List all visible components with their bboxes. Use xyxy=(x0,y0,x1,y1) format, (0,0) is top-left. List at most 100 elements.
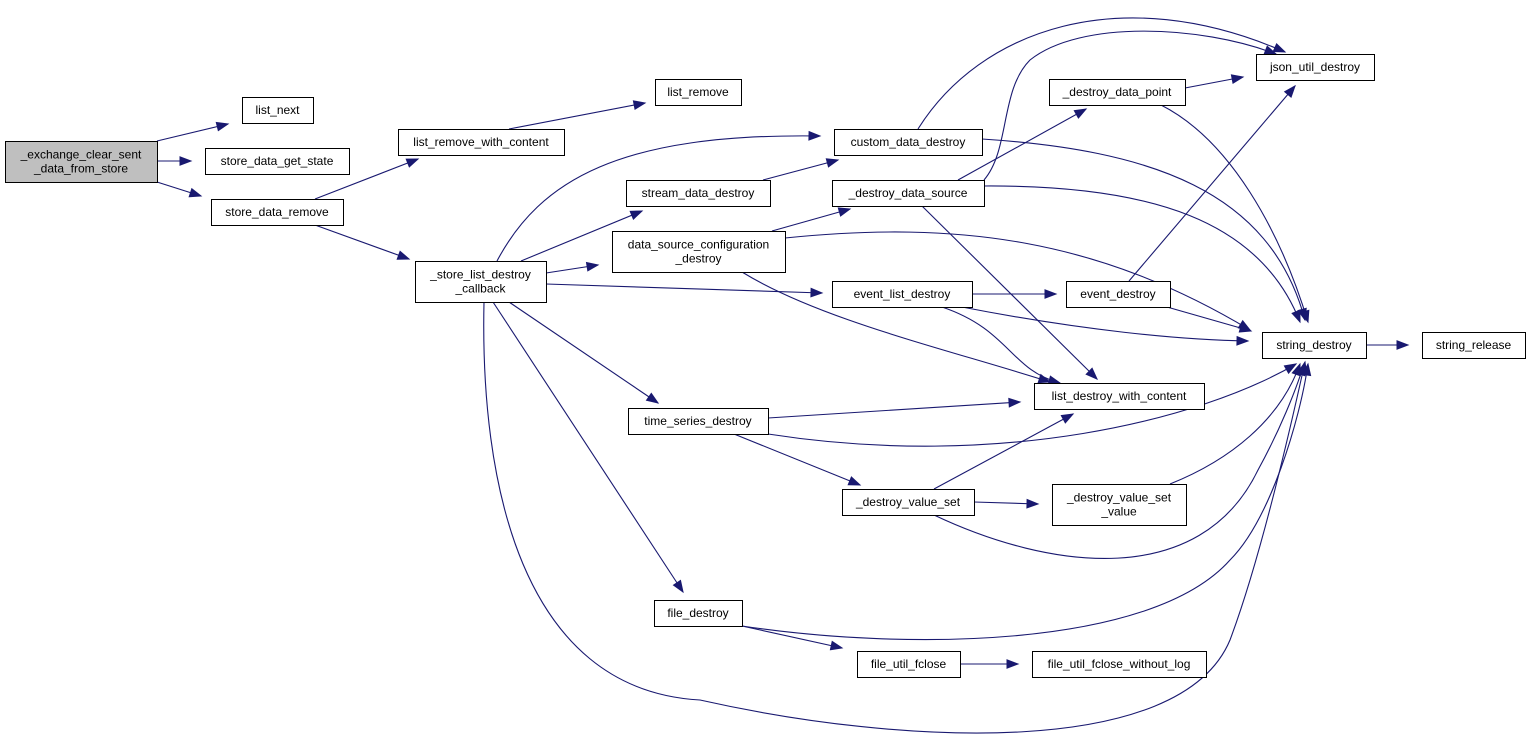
node-label: list_remove xyxy=(667,85,729,99)
node-exchange-clear[interactable]: _exchange_clear_sent_data_from_store xyxy=(5,141,158,183)
edge-line xyxy=(492,301,684,593)
edge-line xyxy=(961,306,1249,342)
node-destroy-value-set-value[interactable]: _destroy_value_set_value xyxy=(1052,484,1187,526)
edge-data-source-configuration-destroy-to-string-destroy xyxy=(784,231,1252,331)
node-event-destroy[interactable]: event_destroy xyxy=(1066,281,1171,308)
edge-line xyxy=(314,158,419,200)
node-store-data-get-state[interactable]: store_data_get_state xyxy=(205,148,350,175)
node-custom-data-destroy[interactable]: custom_data_destroy xyxy=(834,129,983,156)
node-label: json_util_destroy xyxy=(1269,60,1360,74)
node-label: list_next xyxy=(255,103,300,117)
node-label: store_data_get_state xyxy=(221,154,334,168)
node-event-list-destroy[interactable]: event_list_destroy xyxy=(832,281,973,308)
node-label: event_destroy xyxy=(1080,287,1155,301)
edge-line xyxy=(156,123,229,142)
edge-store-list-destroy-callback-to-data-source-configuration-destroy xyxy=(545,261,600,274)
edge-arrowhead xyxy=(1026,498,1040,509)
node-label: data_source_configuration xyxy=(628,238,769,252)
edge-line xyxy=(508,301,659,404)
edge-line xyxy=(983,185,1301,323)
node-label: _data_from_store xyxy=(33,162,128,176)
edge-arrowhead xyxy=(1008,397,1022,408)
node-label: list_remove_with_content xyxy=(413,135,549,149)
node-string-destroy[interactable]: string_destroy xyxy=(1262,332,1367,359)
node-time-series-destroy[interactable]: time_series_destroy xyxy=(628,408,769,435)
edge-destroy-data-point-to-json-util-destroy xyxy=(1184,74,1245,89)
edge-line xyxy=(1166,306,1252,332)
node-box xyxy=(832,281,973,308)
edge-destroy-data-point-to-string-destroy xyxy=(1160,104,1310,324)
node-box xyxy=(1422,332,1526,359)
edge-destroy-data-source-to-list-destroy-with-content xyxy=(921,205,1098,380)
edge-string-destroy-to-string-release xyxy=(1366,340,1410,350)
edge-arrowhead xyxy=(810,287,824,298)
node-label: _callback xyxy=(454,282,506,296)
node-label: _destroy xyxy=(674,252,721,266)
node-destroy-data-point[interactable]: _destroy_data_point xyxy=(1049,79,1186,106)
edge-arrowhead xyxy=(405,158,420,168)
node-stream-data-destroy[interactable]: stream_data_destroy xyxy=(626,180,771,207)
edge-list-remove-with-content-to-list-remove xyxy=(508,100,647,130)
edge-arrowhead xyxy=(1236,335,1250,346)
edge-event-list-destroy-to-string-destroy xyxy=(961,306,1250,346)
node-label: string_release xyxy=(1436,338,1512,352)
edge-event-destroy-to-json-util-destroy xyxy=(1128,84,1296,282)
node-box xyxy=(626,180,771,207)
edge-line xyxy=(1169,363,1301,485)
node-label: event_list_destroy xyxy=(854,287,951,301)
node-list-remove-with-content[interactable]: list_remove_with_content xyxy=(398,129,565,156)
edge-line xyxy=(1160,104,1309,323)
edge-arrowhead xyxy=(1073,108,1088,119)
node-string-release[interactable]: string_release xyxy=(1422,332,1526,359)
edge-arrowhead xyxy=(179,156,193,166)
node-list-next[interactable]: list_next xyxy=(242,97,314,124)
edge-exchange-clear-to-list-next xyxy=(156,121,230,142)
node-box xyxy=(5,141,158,183)
node-label: _exchange_clear_sent xyxy=(20,148,142,162)
node-data-source-configuration-destroy[interactable]: data_source_configuration_destroy xyxy=(612,231,786,273)
edge-line xyxy=(784,231,1251,331)
node-destroy-value-set[interactable]: _destroy_value_set xyxy=(842,489,975,516)
edge-line xyxy=(767,363,1297,447)
edge-line xyxy=(314,224,410,260)
node-label: file_util_fclose xyxy=(871,657,947,671)
edge-line xyxy=(941,306,1061,384)
node-label: list_destroy_with_content xyxy=(1052,389,1187,403)
edge-time-series-destroy-to-destroy-value-set xyxy=(733,433,862,486)
edge-store-data-remove-to-list-remove-with-content xyxy=(314,158,420,200)
edge-event-list-destroy-to-event-destroy xyxy=(972,289,1058,299)
node-file-util-fclose[interactable]: file_util_fclose xyxy=(857,651,961,678)
edge-arrowhead xyxy=(1238,323,1253,333)
edge-line xyxy=(933,413,1074,490)
node-box xyxy=(654,600,743,627)
node-box xyxy=(1262,332,1367,359)
node-file-util-fclose-without-log[interactable]: file_util_fclose_without_log xyxy=(1032,651,1207,678)
edge-line xyxy=(741,625,843,649)
node-box xyxy=(1066,281,1171,308)
edge-line xyxy=(983,30,1277,181)
edge-destroy-value-set-value-to-string-destroy xyxy=(1169,362,1301,485)
node-list-remove[interactable]: list_remove xyxy=(655,79,742,106)
node-store-data-remove[interactable]: store_data_remove xyxy=(211,199,344,226)
node-file-destroy[interactable]: file_destroy xyxy=(654,600,743,627)
node-store-list-destroy-callback[interactable]: _store_list_destroy_callback xyxy=(415,261,547,303)
node-label: _destroy_data_point xyxy=(1062,85,1172,99)
edge-arrowhead xyxy=(672,579,684,594)
node-box xyxy=(1052,484,1187,526)
edge-arrowhead xyxy=(215,121,230,132)
edge-arrowhead xyxy=(1396,340,1410,350)
edge-arrowhead xyxy=(188,187,203,198)
node-label: time_series_destroy xyxy=(644,414,751,428)
edge-line xyxy=(741,363,1309,641)
node-label: _value xyxy=(1100,505,1137,519)
node-list-destroy-with-content[interactable]: list_destroy_with_content xyxy=(1034,383,1205,410)
edge-line xyxy=(933,363,1305,559)
edge-store-list-destroy-callback-to-event-list-destroy xyxy=(545,283,824,298)
edge-exchange-clear-to-store-data-remove xyxy=(156,181,203,198)
node-destroy-data-source[interactable]: _destroy_data_source xyxy=(832,180,985,207)
node-json-util-destroy[interactable]: json_util_destroy xyxy=(1256,54,1375,81)
node-box xyxy=(834,129,983,156)
node-box xyxy=(628,408,769,435)
edge-line xyxy=(917,17,1286,130)
